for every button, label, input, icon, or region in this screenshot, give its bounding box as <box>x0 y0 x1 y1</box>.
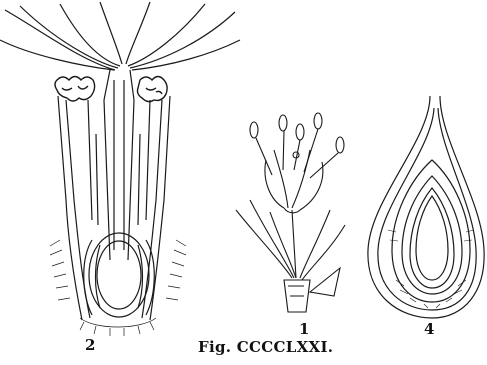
figure-2-label: 2 <box>85 336 95 354</box>
figure-caption: Fig. CCCCLXXI. <box>198 338 333 356</box>
figure-1-stigma <box>293 152 299 158</box>
figure-2-bracts <box>0 2 240 70</box>
figure-1-flower <box>236 113 345 312</box>
figure-2-flower-section <box>0 2 240 336</box>
figure-1-label: 1 <box>299 320 309 338</box>
figure-2-style <box>104 70 134 260</box>
figure-1-leaf <box>310 268 340 296</box>
figure-4-ovule-section <box>368 96 484 318</box>
figure-2-anthers <box>55 77 167 102</box>
figure-4-label: 4 <box>424 320 434 338</box>
figure-4-nucleus <box>416 196 448 280</box>
figure-1-petals <box>265 150 323 213</box>
figure-2-hatching <box>50 240 186 336</box>
figure-1-stamens <box>250 113 344 178</box>
